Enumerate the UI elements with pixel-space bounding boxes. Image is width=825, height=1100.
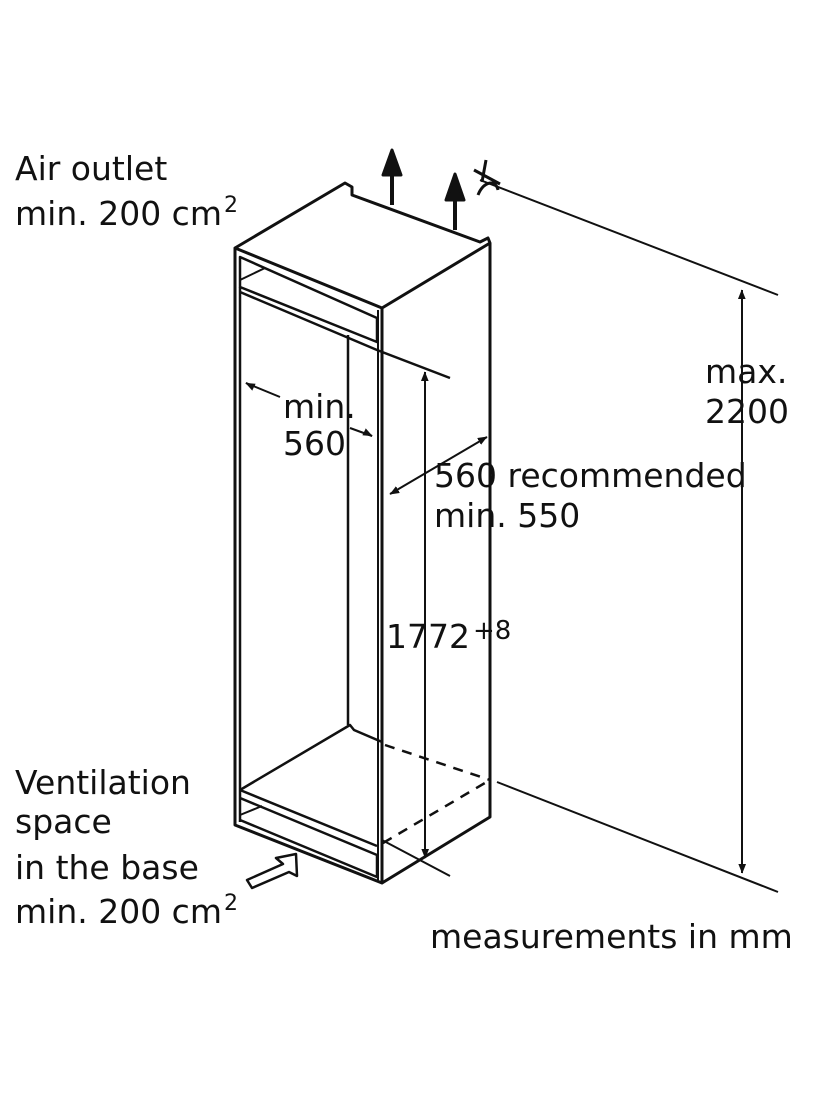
units-note: measurements in mm (430, 917, 793, 956)
niche-height-tolerance: +8 (472, 616, 512, 646)
ventilation-label: Ventilation (15, 763, 191, 802)
depth-min: min. 550 (434, 496, 581, 535)
air-outlet-label: Air outlet (15, 149, 168, 188)
cabinet-top (233, 181, 492, 310)
width-value: 560 (283, 424, 346, 463)
niche-height-value: 1772 (386, 617, 470, 656)
width-label: min. (283, 387, 356, 426)
niche-height: 1772+8 (386, 618, 511, 656)
air-inlet-arrow-icon (245, 852, 299, 890)
cabinet-side (381, 243, 492, 885)
max-height-value: 2200 (705, 392, 789, 431)
depth-label: 560 recommended (434, 456, 747, 495)
ventilation-label: space (15, 802, 112, 841)
superscript: 2 (223, 193, 238, 218)
cabinet-front-frame (233, 248, 384, 885)
ventilation-label: in the base (15, 848, 199, 887)
superscript: 2 (223, 891, 238, 916)
hinge-icon (473, 159, 501, 196)
depth-arrow (389, 436, 488, 495)
air-outlet-area: min. 200 cm2 (15, 195, 238, 233)
max-height-label: max. (705, 352, 788, 391)
ventilation-area: min. 200 cm2 (15, 893, 238, 931)
ventilation-area-text: min. 200 cm (15, 892, 222, 931)
air-outlet-area-text: min. 200 cm (15, 194, 222, 233)
cabinet-floor (239, 723, 383, 792)
